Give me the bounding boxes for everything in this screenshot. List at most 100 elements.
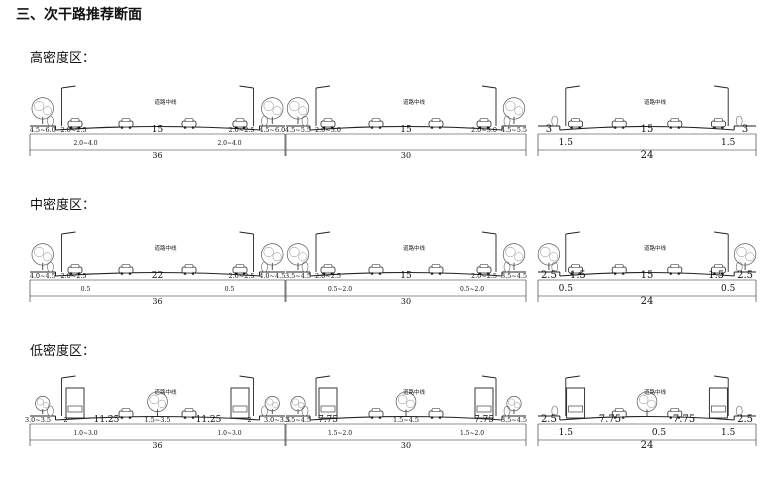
segment-width-label: 2.0~2.5 [228,126,254,134]
car-icon [611,408,627,419]
segment-width-label: 15 [641,270,654,281]
segment-width-label: 22 [152,271,163,281]
segment-width-label: 1.5 [570,270,586,281]
sub-width-label: 1.5~2.0 [328,430,352,437]
carriageway-profile [309,415,503,421]
carriageway-profile [559,125,735,131]
road-centerline-label: 道路中线 [403,388,426,396]
segment-width-label: 15 [152,125,164,135]
car-icon [320,264,336,275]
car-icon [181,264,197,275]
tree-icon [147,391,168,416]
segment-width-label: 3.0~3.5 [264,416,290,424]
shrub-icon [47,405,54,417]
segment-width-label: 11.25 [94,415,120,425]
segment-width-label: 15 [641,124,654,135]
road-centerline-label: 道路中线 [644,244,667,252]
segment-width-label: 2.0~3.0 [471,126,497,134]
street-lamp-icon [61,231,76,272]
section-label-high: 高密度区： [30,51,96,66]
car-icon [368,264,384,275]
segment-width-label: 1.5~4.5 [393,416,419,424]
sub-width-label: 2.0~4.0 [73,140,97,147]
car-icon [611,264,627,275]
segment-width-label: 3 [742,124,748,135]
truck-icon [65,387,85,419]
car-icon [368,408,384,419]
car-icon [611,118,627,129]
road-centerline-label: 道路中线 [644,98,667,106]
segment-width-label: 3.5~4.5 [501,416,527,424]
carriageway-profile [55,271,260,277]
sub-width-label: 0.5~2.0 [460,286,484,293]
street-lamp-icon [565,375,580,416]
street-lamp-icon [61,85,76,126]
total-width-label: 36 [152,151,162,160]
segment-width-label: 4.5~6.0 [30,126,56,134]
car-icon [67,118,83,129]
sub-width-label: 0.5 [652,428,667,438]
tree-icon [502,97,526,124]
sub-width-label: 1.5 [721,138,736,148]
total-width-label: 30 [401,441,411,450]
segment-width-label: 7.75 [474,415,494,425]
street-lamp-icon [315,375,331,416]
car-icon [428,408,444,419]
segment-width-label: 7.75 [673,414,695,425]
segment-width-label: 3 [546,124,552,135]
segment-width-label: 11.25 [196,415,222,425]
segment-width-label: 2.0~2.5 [60,272,86,280]
segment-width-label: 15 [400,271,412,281]
shrub-icon [503,261,511,273]
shrub-icon [735,405,743,417]
shrub-icon [301,261,309,273]
shrub-icon [47,261,54,273]
segment-width-label: 2 [63,416,67,424]
carriageway-profile [55,415,260,421]
segment-width-label: 2.5 [737,414,753,425]
tree-icon [733,243,757,270]
car-icon [476,264,492,275]
total-width-label: 24 [641,150,654,161]
car-icon [711,118,726,129]
total-width-label: 24 [641,440,654,451]
car-icon [368,118,384,129]
segment-width-label: 2.5 [541,414,557,425]
street-lamp-icon [315,85,331,126]
street-lamp-icon [239,375,254,416]
car-icon [476,118,492,129]
car-icon [667,264,683,275]
segment-width-label: 2.0~2.5 [315,272,341,280]
street-lamp-icon [61,375,76,416]
total-width-label: 24 [641,296,654,307]
segment-width-label: 3.0~3.5 [25,416,51,424]
car-icon [667,118,683,129]
shrub-icon [261,405,268,417]
shrub-icon [261,115,268,127]
shrub-icon [301,405,309,417]
segment-width-label: 2.5 [737,270,753,281]
car-icon [568,118,583,129]
carriageway-profile [55,125,260,131]
truck-icon [318,387,338,419]
car-icon [568,264,583,275]
segment-width-label: 7.75 [599,414,621,425]
street-lamp-icon [481,85,497,126]
segment-width-label: 4.0~4.5 [30,272,56,280]
car-icon [181,118,197,129]
car-icon [428,118,444,129]
tree-icon [395,391,417,416]
shrub-icon [503,115,511,127]
shrub-icon [551,405,559,417]
segment-width-label: 15 [400,125,412,135]
shrub-icon [47,115,54,127]
street-lamp-icon [239,231,254,272]
car-icon [118,118,134,129]
